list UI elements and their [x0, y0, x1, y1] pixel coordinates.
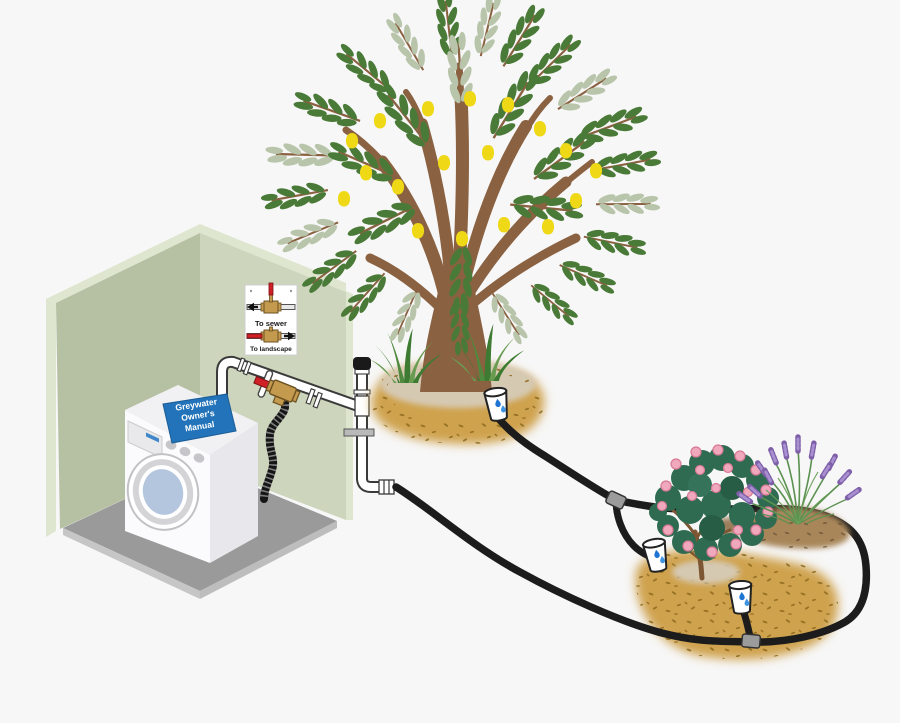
pipe-coupling-wall [305, 388, 323, 409]
rose-flowers [656, 444, 774, 558]
sign-to-sewer-label: To sewer [255, 319, 287, 328]
floor-edge-right [200, 521, 337, 599]
wall-trim-left-top [46, 224, 200, 303]
outdoor-vent-pipe [343, 357, 395, 495]
manual-cover [162, 393, 237, 444]
hose-tee-fitting-2 [740, 633, 762, 649]
washer-door [126, 453, 200, 531]
pipe-bracket [343, 428, 375, 437]
hose-coupling [378, 479, 395, 495]
washer-knobs [165, 440, 205, 463]
three-way-valve [253, 369, 301, 407]
vent-cap-icon [353, 357, 371, 370]
wall-trim-right-top [200, 224, 346, 292]
floor-edge-left [63, 528, 200, 599]
valve-handle-left [246, 333, 263, 339]
valve-handle-up [268, 282, 274, 296]
sign-pin-right [289, 289, 293, 293]
valve-direction-sign: To sewer To landscape [244, 282, 298, 356]
valve-body [268, 379, 298, 403]
owners-manual-book: Greywater Owner's Manual [162, 393, 237, 444]
sign-pin-left [249, 289, 253, 293]
hose-tee-fitting-1 [605, 490, 627, 510]
drain-hose-corrugation [260, 398, 290, 500]
washer-drain-hose [260, 396, 290, 503]
indoor-plumbing [216, 355, 364, 503]
pipe-tee-fitting [354, 395, 370, 417]
sign-to-landscape-label: To landscape [250, 346, 292, 353]
shrub-soil-patch [672, 560, 740, 584]
lavender-plant [739, 437, 859, 525]
three-way-valve-to-sewer-icon [246, 282, 296, 314]
standpipe [218, 357, 362, 440]
washer-display [146, 432, 159, 443]
wall-trim-left-edge [46, 299, 56, 537]
washing-machine: Greywater Owner's Manual [125, 385, 258, 563]
three-way-valve-to-landscape-icon [246, 326, 296, 343]
manual-title-line3: Manual [184, 419, 215, 434]
washer-side-face [210, 423, 258, 563]
washer-door-glass [140, 467, 186, 517]
pipe-coupling-upper [236, 357, 252, 376]
lemon-tree [259, 0, 664, 392]
